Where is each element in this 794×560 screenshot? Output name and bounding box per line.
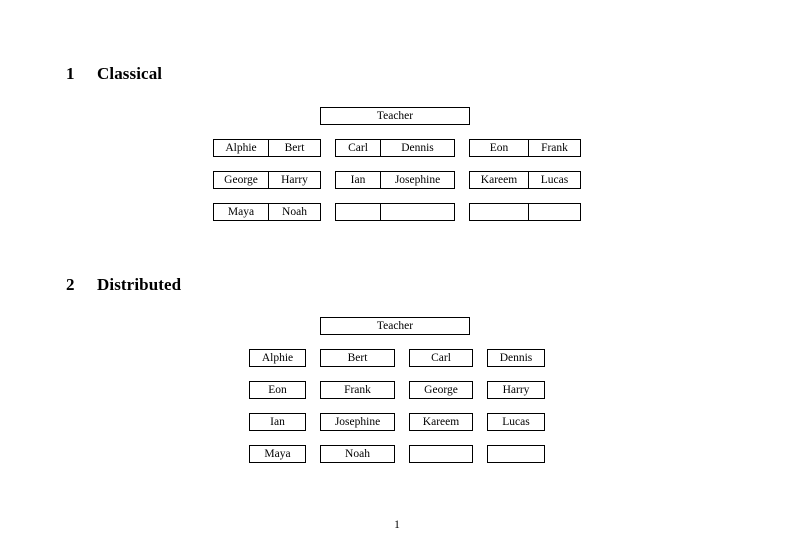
student-pair-row: George Harry <box>213 171 321 189</box>
student-box: Harry <box>487 381 545 399</box>
student-cell: Lucas <box>540 174 569 186</box>
student-cell-empty <box>336 204 381 220</box>
student-cell: Harry <box>281 174 308 186</box>
section-heading-distributed: 2 Distributed <box>66 276 181 293</box>
student-box: Eon <box>249 381 306 399</box>
teacher-box-distributed: Teacher <box>320 317 470 335</box>
student-cell: Carl <box>336 140 381 156</box>
student-cell-empty <box>470 204 529 220</box>
student-cell: Ian <box>336 172 381 188</box>
student-box: Frank <box>320 381 395 399</box>
student-cell: Dennis <box>401 142 434 154</box>
student-box: Bert <box>320 349 395 367</box>
section-title: Distributed <box>97 275 182 294</box>
student-box: Josephine <box>320 413 395 431</box>
student-box: Noah <box>320 445 395 463</box>
student-cell-empty <box>381 204 454 220</box>
student-box: Ian <box>249 413 306 431</box>
student-cell: Kareem <box>470 172 529 188</box>
student-cell: Frank <box>541 142 568 154</box>
student-cell: Maya <box>214 204 269 220</box>
student-box: George <box>409 381 473 399</box>
section-heading-classical: 1 Classical <box>66 65 162 82</box>
student-box: Maya <box>249 445 306 463</box>
student-cell: Bert <box>284 142 305 154</box>
section-number: 2 <box>66 275 75 294</box>
student-box: Alphie <box>249 349 306 367</box>
student-box: Lucas <box>487 413 545 431</box>
student-cell: George <box>214 172 269 188</box>
section-number: 1 <box>66 64 75 83</box>
student-pair-row: Maya Noah <box>213 203 321 221</box>
student-pair-row: Carl Dennis <box>335 139 455 157</box>
teacher-box-classical: Teacher <box>320 107 470 125</box>
student-cell: Alphie <box>214 140 269 156</box>
student-box: Kareem <box>409 413 473 431</box>
student-box-empty <box>487 445 545 463</box>
student-pair-row-empty <box>469 203 581 221</box>
student-pair-row: Kareem Lucas <box>469 171 581 189</box>
student-cell: Josephine <box>394 174 441 186</box>
student-cell: Noah <box>282 206 307 218</box>
student-box-empty <box>409 445 473 463</box>
student-cell-empty <box>529 204 580 220</box>
student-cell: Eon <box>470 140 529 156</box>
student-box: Dennis <box>487 349 545 367</box>
student-box: Carl <box>409 349 473 367</box>
page-number: 1 <box>394 519 400 531</box>
student-pair-row-empty <box>335 203 455 221</box>
student-pair-row: Eon Frank <box>469 139 581 157</box>
section-title: Classical <box>97 64 163 83</box>
student-pair-row: Ian Josephine <box>335 171 455 189</box>
student-pair-row: Alphie Bert <box>213 139 321 157</box>
